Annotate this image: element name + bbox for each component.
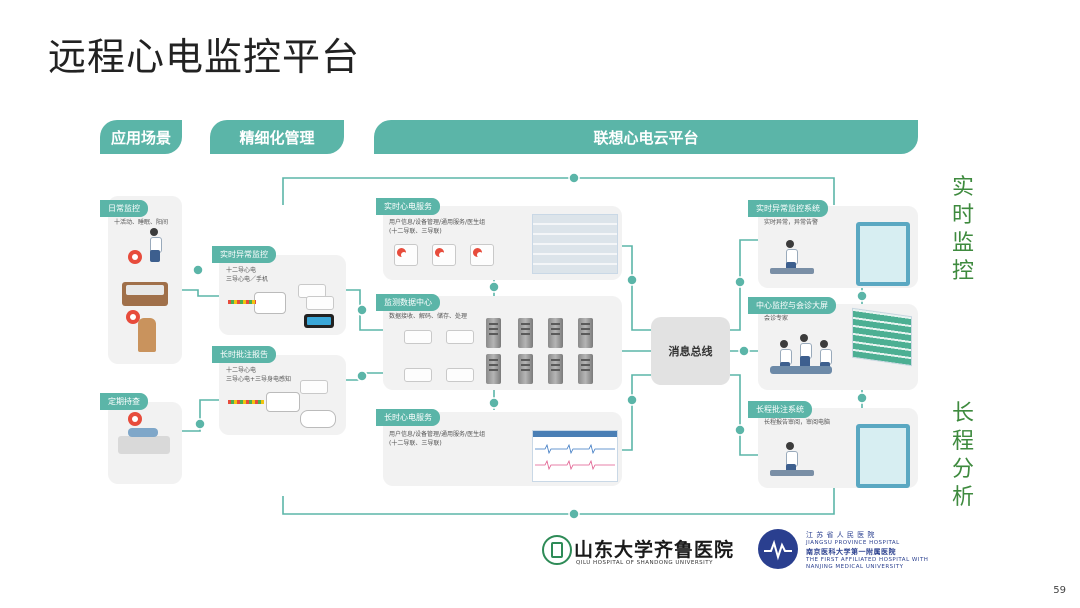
jiangsu-cn-1: 江 苏 省 人 民 医 院 [806, 531, 875, 539]
data-center-desc: 数据接收、解码、储存、处理 [389, 313, 468, 320]
server-icon-7 [548, 354, 563, 384]
header-management: 精细化管理 [210, 120, 344, 154]
holter-device-icon [266, 392, 300, 412]
review-monitor-icon [856, 424, 910, 488]
header-scenario: 应用场景 [100, 120, 182, 154]
tag-periodic-check: 定期持查 [100, 393, 148, 410]
qilu-logo-en: QILU HOSPITAL OF SHANDONG UNIVERSITY [576, 560, 714, 566]
ecg-waveform-screen [532, 430, 618, 482]
alert-dot-3 [473, 248, 483, 258]
jiangsu-logo-emblem-icon [758, 529, 798, 569]
conference-table-icon [770, 366, 832, 374]
side-char: 分 [951, 457, 974, 482]
realtime-monitor-desc: 实时异常，异常告警 [764, 219, 819, 226]
jiangsu-en-1: JIANGSU PROVINCE HOSPITAL [806, 540, 900, 546]
server-icon-1 [486, 318, 501, 348]
page-title: 远程心电监控平台 [48, 35, 361, 79]
longterm-desc-1: 十二导心电 [226, 367, 257, 374]
tag-realtime-service: 实时心电服务 [376, 198, 440, 215]
review-desk-icon [770, 470, 814, 476]
side-char: 时 [951, 203, 974, 228]
heart-alert-icon-3 [128, 412, 142, 426]
patch-module-icon [300, 380, 328, 394]
desk-icon [770, 268, 814, 274]
sitting-elder-icon [138, 318, 156, 352]
heart-alert-icon [128, 250, 142, 264]
side-label-longterm: 长 程 分 析 [950, 400, 976, 512]
gateway-box-icon-4 [446, 368, 474, 382]
heart-alert-icon-2 [126, 310, 140, 324]
wearable-module-icon-2 [306, 296, 334, 310]
phone-icon [304, 314, 334, 328]
side-char: 析 [951, 485, 974, 510]
bed-sheet-icon [126, 285, 164, 295]
gateway-box-icon-2 [446, 330, 474, 344]
jiangsu-cn-2: 南京医科大学第一附属医院 [806, 548, 896, 556]
ecg-recorder-device-icon [254, 292, 286, 314]
tag-data-center: 监测数据中心 [376, 294, 440, 311]
large-monitor-icon [856, 222, 910, 286]
gateway-box-icon-3 [404, 368, 432, 382]
jiangsu-en-3: NANJING MEDICAL UNIVERSITY [806, 564, 904, 570]
server-icon-5 [486, 354, 501, 384]
server-icon-6 [518, 354, 533, 384]
tag-annotation-system: 长程批注系统 [748, 401, 812, 418]
jiangsu-en-2: THE FIRST AFFILIATED HOSPITAL WITH [806, 557, 929, 563]
server-icon-8 [578, 354, 593, 384]
realtime-desc-2: 三导心电／手机 [226, 276, 269, 283]
side-label-realtime: 实 时 监 控 [950, 174, 976, 286]
server-icon-3 [548, 318, 563, 348]
realtime-dashboard-screen [532, 214, 618, 274]
side-char: 实 [951, 175, 974, 200]
holter-electrodes-icon [228, 400, 264, 404]
side-char: 程 [951, 429, 974, 454]
side-char: 监 [951, 231, 974, 256]
hospital-bed-icon [118, 436, 170, 454]
annotation-desc: 长程报告审阅，审阅电脑 [764, 419, 831, 426]
header-platform: 联想心电云平台 [374, 120, 918, 154]
alert-dot-1 [397, 248, 407, 258]
realtime-service-desc-2: (十二导联、三导联) [389, 228, 442, 235]
video-wall-icon [852, 307, 912, 367]
server-icon-2 [518, 318, 533, 348]
longterm-desc-2: 三导心电+三导身电感知 [226, 376, 292, 383]
tag-longterm-service: 长时心电服务 [376, 409, 440, 426]
patch-oval-icon [300, 410, 336, 428]
realtime-service-desc-1: 用户信息/设备管理/通用服务/医生组 [389, 219, 486, 226]
tag-center-monitor: 中心监控与会诊大屏 [748, 297, 836, 314]
header-platform-label: 联想心电云平台 [593, 128, 699, 147]
longterm-service-desc-1: 用户信息/设备管理/通用服务/医生组 [389, 431, 486, 438]
qilu-logo-emblem-icon [542, 535, 572, 565]
tag-realtime-anomaly: 实时异常监控 [212, 246, 276, 263]
message-bus: 消息总线 [651, 317, 730, 385]
tag-daily-monitoring: 日常监控 [100, 200, 148, 217]
center-monitor-desc: 会诊专家 [764, 315, 789, 322]
alert-dot-2 [435, 248, 445, 258]
tag-longterm-report: 长时批注报告 [212, 346, 276, 363]
side-char: 长 [951, 401, 974, 426]
page-number: 59 [1053, 585, 1066, 596]
ecg-waveform-icon [533, 431, 617, 471]
gateway-box-icon-1 [404, 330, 432, 344]
ecg-electrodes-icon [228, 300, 256, 304]
longterm-service-desc-2: (十二导联、三导联) [389, 440, 442, 447]
realtime-desc-1: 十二导心电 [226, 267, 257, 274]
tag-realtime-monitor-system: 实时异常监控系统 [748, 200, 828, 217]
patient-icon [128, 428, 158, 437]
qilu-logo-text: 山东大学齐鲁医院 [574, 539, 735, 561]
header-management-label: 精细化管理 [239, 128, 315, 147]
server-icon-4 [578, 318, 593, 348]
side-char: 控 [951, 259, 974, 284]
daily-desc: 十活动、睡眠、阳间 [114, 219, 169, 226]
header-scenario-label: 应用场景 [110, 128, 171, 147]
